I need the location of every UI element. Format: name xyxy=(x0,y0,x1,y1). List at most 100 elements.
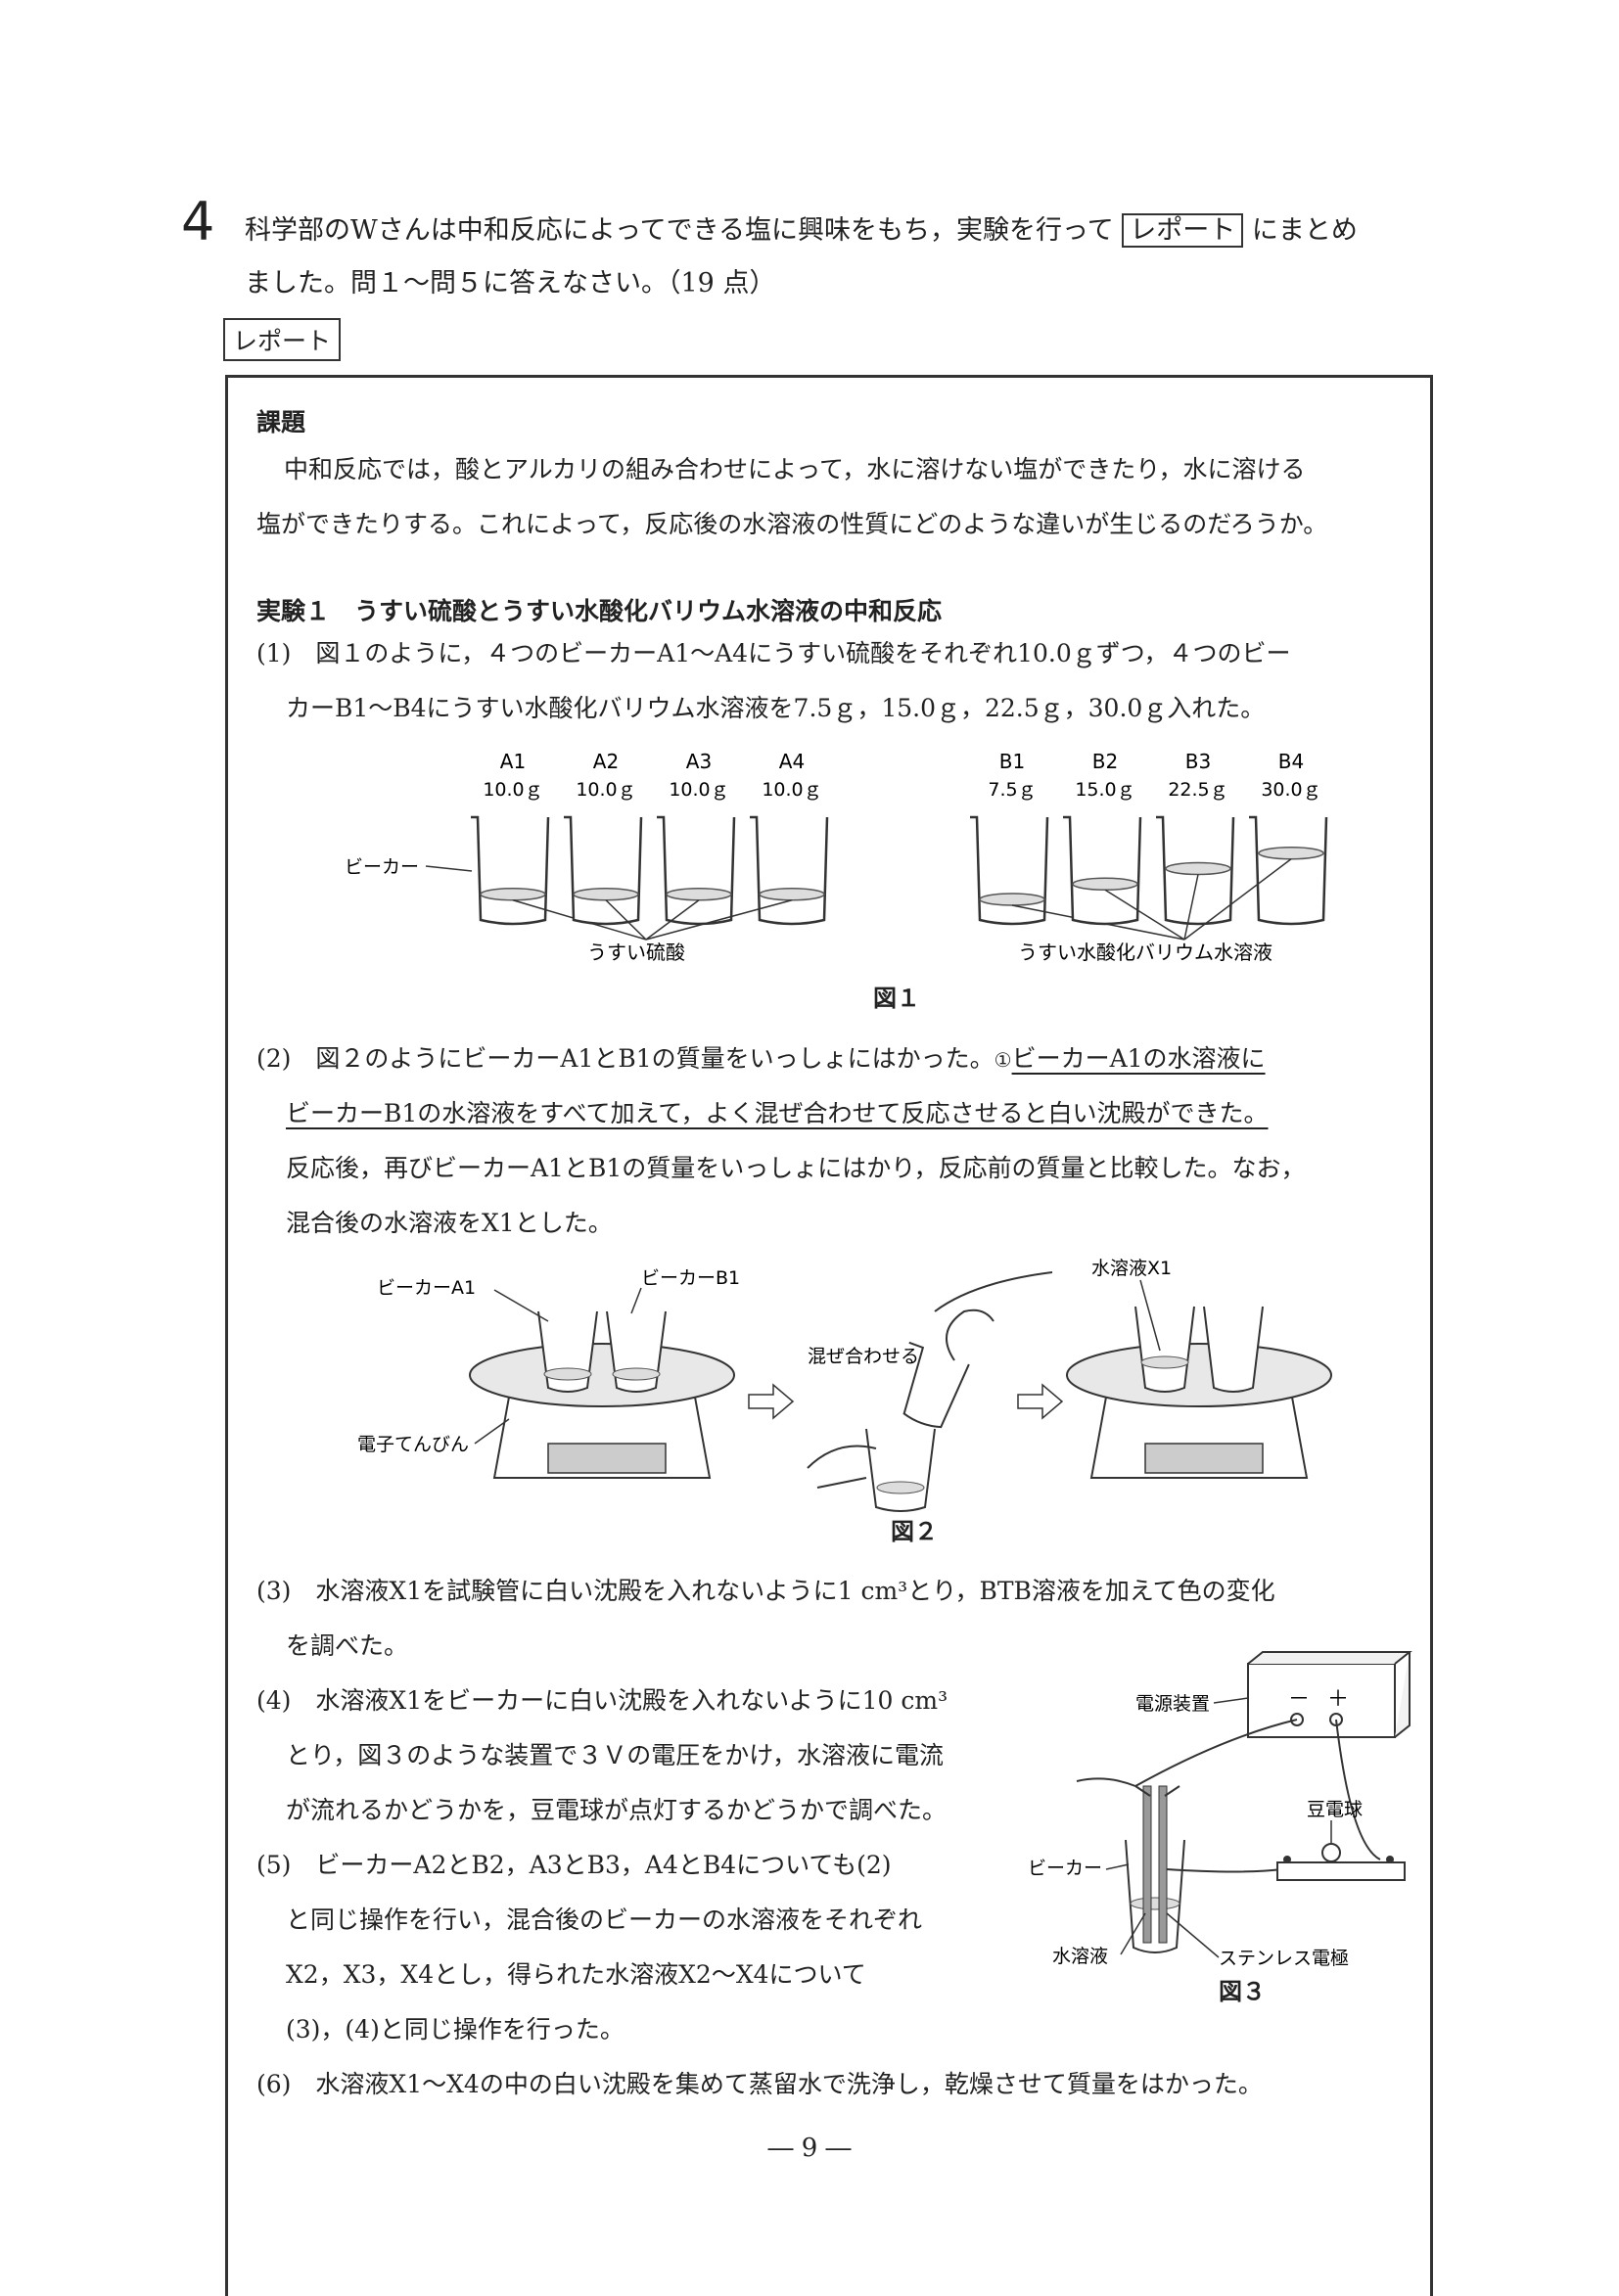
bulb-icon xyxy=(1276,1843,1406,1881)
beaker-liquid xyxy=(979,893,1045,906)
beaker-mass: 30.0ｇ xyxy=(1261,779,1320,801)
intro-text-2: にまとめ xyxy=(1251,215,1358,246)
arrow-right-icon xyxy=(748,1383,795,1420)
figure-1: A1 10.0ｇ A2 10.0ｇ A3 10.0ｇ A4 10.0ｇ B1 7.5ｇ B2 15.… xyxy=(345,750,1328,964)
step-2-line-4: 混合後の水溶液をX1とした。 xyxy=(286,1209,613,1237)
step-1-line-1: (1) 図１のように，４つのビーカーA1～A4にうすい硫酸をそれぞれ10.0ｇず… xyxy=(256,639,1291,667)
beaker-B1: B1 7.5ｇ xyxy=(970,750,1185,941)
beaker-mass: 15.0ｇ xyxy=(1075,779,1134,801)
step-1-line-2: カーB1～B4にうすい水酸化バリウム水溶液を7.5ｇ，15.0ｇ，22.5ｇ，3… xyxy=(286,694,1266,722)
intro-text-1: 科学部のWさんは中和反応によってできる塩に興味をもち，実験を行って xyxy=(245,215,1114,246)
beaker-name: A2 xyxy=(593,750,619,773)
beaker-body xyxy=(564,815,643,926)
fig2-a1-label: ビーカーA1 xyxy=(377,1277,476,1299)
beaker-liquid xyxy=(480,888,546,901)
figure-2: ビーカーA1 ビーカーB1 電子てんびん 混ぜ合わせる 水溶液X1 xyxy=(357,1258,1332,1512)
beaker-name: B2 xyxy=(1092,750,1118,773)
question-intro: 科学部のWさんは中和反応によってできる塩に興味をもち，実験を行って レポート に… xyxy=(245,204,1439,258)
label-pointer xyxy=(1183,858,1292,941)
fig2-b1-label: ビーカーB1 xyxy=(641,1267,740,1289)
experiment-heading: 実験１ うすい硫酸とうすい水酸化バリウム水溶液の中和反応 xyxy=(256,597,943,625)
beaker-name: B4 xyxy=(1278,750,1304,773)
step-2-line-1: (2) 図２のようにビーカーA1とB1の質量をいっしょにはかった。①ビーカーA1… xyxy=(256,1032,1266,1087)
figure-3: － ＋ 電源装置 豆電球 ビーカー 水溶液 ステンレス電極 xyxy=(1028,1651,1412,1969)
beaker-mass: 10.0ｇ xyxy=(669,779,728,801)
beaker-name: A1 xyxy=(500,750,526,773)
arrow-right-icon xyxy=(1017,1383,1064,1420)
step-5-line-2: と同じ操作を行い，混合後のビーカーの水溶液をそれぞれ xyxy=(286,1906,923,1934)
balance-before xyxy=(469,1310,735,1479)
beaker-name: A3 xyxy=(686,750,712,773)
beaker-mass: 22.5ｇ xyxy=(1168,779,1227,801)
label-pointer xyxy=(645,899,793,941)
report-label: レポート xyxy=(223,318,342,361)
label-pointer xyxy=(1183,874,1199,941)
label-pointer xyxy=(645,899,700,941)
beaker-liquid xyxy=(666,888,732,901)
beaker-A3: A3 10.0ｇ xyxy=(645,750,736,941)
figure-2-caption: 図２ xyxy=(891,1518,938,1545)
step-2-underlined-1: ビーカーA1の水溶液に xyxy=(1011,1044,1266,1073)
beaker-mass: 7.5ｇ xyxy=(988,779,1036,801)
task-heading: 課題 xyxy=(256,408,306,436)
beaker-body xyxy=(657,815,736,926)
beaker-body xyxy=(970,815,1049,926)
beaker-liquid xyxy=(1258,847,1324,860)
fig3-bulb-label: 豆電球 xyxy=(1307,1799,1363,1820)
step-3-line-1: (3) 水溶液X1を試験管に白い沈殿を入れないように1 cm³とり，BTB溶液を… xyxy=(256,1577,1275,1605)
question-number: 4 xyxy=(181,191,215,253)
step-5-line-4: (3)，(4)と同じ操作を行った。 xyxy=(286,2015,624,2043)
power-supply xyxy=(1247,1651,1412,1738)
task-line-2: 塩ができたりする。これによって，反応後の水溶液の性質にどのような違いが生じるのだ… xyxy=(256,510,1328,538)
fig2-mix-label: 混ぜ合わせる xyxy=(808,1346,919,1367)
fig2-x1-label: 水溶液X1 xyxy=(1091,1258,1172,1279)
page-number: ― 9 ― xyxy=(767,2134,852,2163)
intro-report-box: レポート xyxy=(1122,213,1244,248)
beaker-liquid xyxy=(1165,861,1231,876)
intro-line-2: ました。問１～問５に答えなさい。（19 点） xyxy=(245,268,776,298)
beaker-name: A4 xyxy=(779,750,805,773)
fig3-power-label: 電源装置 xyxy=(1135,1693,1210,1715)
step-2-prefix: (2) 図２のようにビーカーA1とB1の質量をいっしょにはかった。 xyxy=(256,1044,995,1073)
step-2-underlined-2: ビーカーB1の水溶液をすべて加えて，よく混ぜ合わせて反応させると白い沈殿ができた… xyxy=(286,1099,1269,1127)
step-5-line-3: X2，X3，X4とし，得られた水溶液X2～X4について xyxy=(286,1960,866,1989)
step-5-line-1: (5) ビーカーA2とB2，A3とB3，A4とB4についても(2) xyxy=(256,1851,892,1879)
beaker-A1: A1 10.0ｇ xyxy=(471,750,647,941)
beaker-liquid xyxy=(759,888,825,901)
step-3-line-2: を調べた。 xyxy=(286,1631,409,1660)
beaker-mass: 10.0ｇ xyxy=(483,779,542,801)
beaker-liquid xyxy=(1072,877,1138,891)
label-pointer xyxy=(605,899,647,941)
step-6-line-1: (6) 水溶液X1～X4の中の白い沈殿を集めて蒸留水で洗浄し，乾燥させて質量をは… xyxy=(256,2070,1263,2098)
beaker-B4: B4 30.0ｇ xyxy=(1183,750,1328,941)
fig1-beaker-label: ビーカー xyxy=(345,856,419,878)
beaker-mass: 10.0ｇ xyxy=(762,779,821,801)
beaker-name: B1 xyxy=(999,750,1025,773)
beaker-B3: B3 22.5ｇ xyxy=(1156,750,1235,941)
report-frame xyxy=(225,375,1433,2296)
figure-3-caption: 図３ xyxy=(1219,1978,1266,2005)
fig2-balance-label: 電子てんびん xyxy=(357,1434,469,1455)
step-4-line-1: (4) 水溶液X1をビーカーに白い沈殿を入れないように10 cm³ xyxy=(256,1686,948,1715)
fig3-electrode-label: ステンレス電極 xyxy=(1219,1948,1349,1969)
step-4-line-2: とり，図３のような装置で３Ｖの電圧をかけ，水溶液に電流 xyxy=(286,1741,945,1769)
minus-sign: － xyxy=(1288,1687,1310,1712)
beaker-body xyxy=(1063,815,1142,926)
fig1-acid-label: うすい硫酸 xyxy=(587,941,685,964)
label-pointer xyxy=(1104,889,1185,941)
fig3-beaker-label: ビーカー xyxy=(1028,1858,1102,1879)
wire-minus xyxy=(1134,1719,1298,1787)
beaker-name: B3 xyxy=(1185,750,1211,773)
step-2-marker: ① xyxy=(994,1048,1012,1072)
beaker-B2: B2 15.0ｇ xyxy=(1063,750,1185,941)
beaker-mass: 10.0ｇ xyxy=(576,779,635,801)
fig1-beaker-pointer xyxy=(425,865,473,872)
balance-after xyxy=(1066,1306,1332,1479)
step-2-line-3: 反応後，再びビーカーA1とB1の質量をいっしょにはかり，反応前の質量と比較した。… xyxy=(286,1154,1306,1182)
plus-sign: ＋ xyxy=(1327,1687,1349,1712)
task-line-1: 中和反応では，酸とアルカリの組み合わせによって，水に溶けない塩ができたり，水に溶… xyxy=(284,455,1306,483)
beaker-body xyxy=(1249,815,1328,926)
mixing-illustration xyxy=(807,1271,1053,1512)
beaker-liquid xyxy=(573,888,639,901)
fig3-solution-label: 水溶液 xyxy=(1052,1946,1108,1967)
